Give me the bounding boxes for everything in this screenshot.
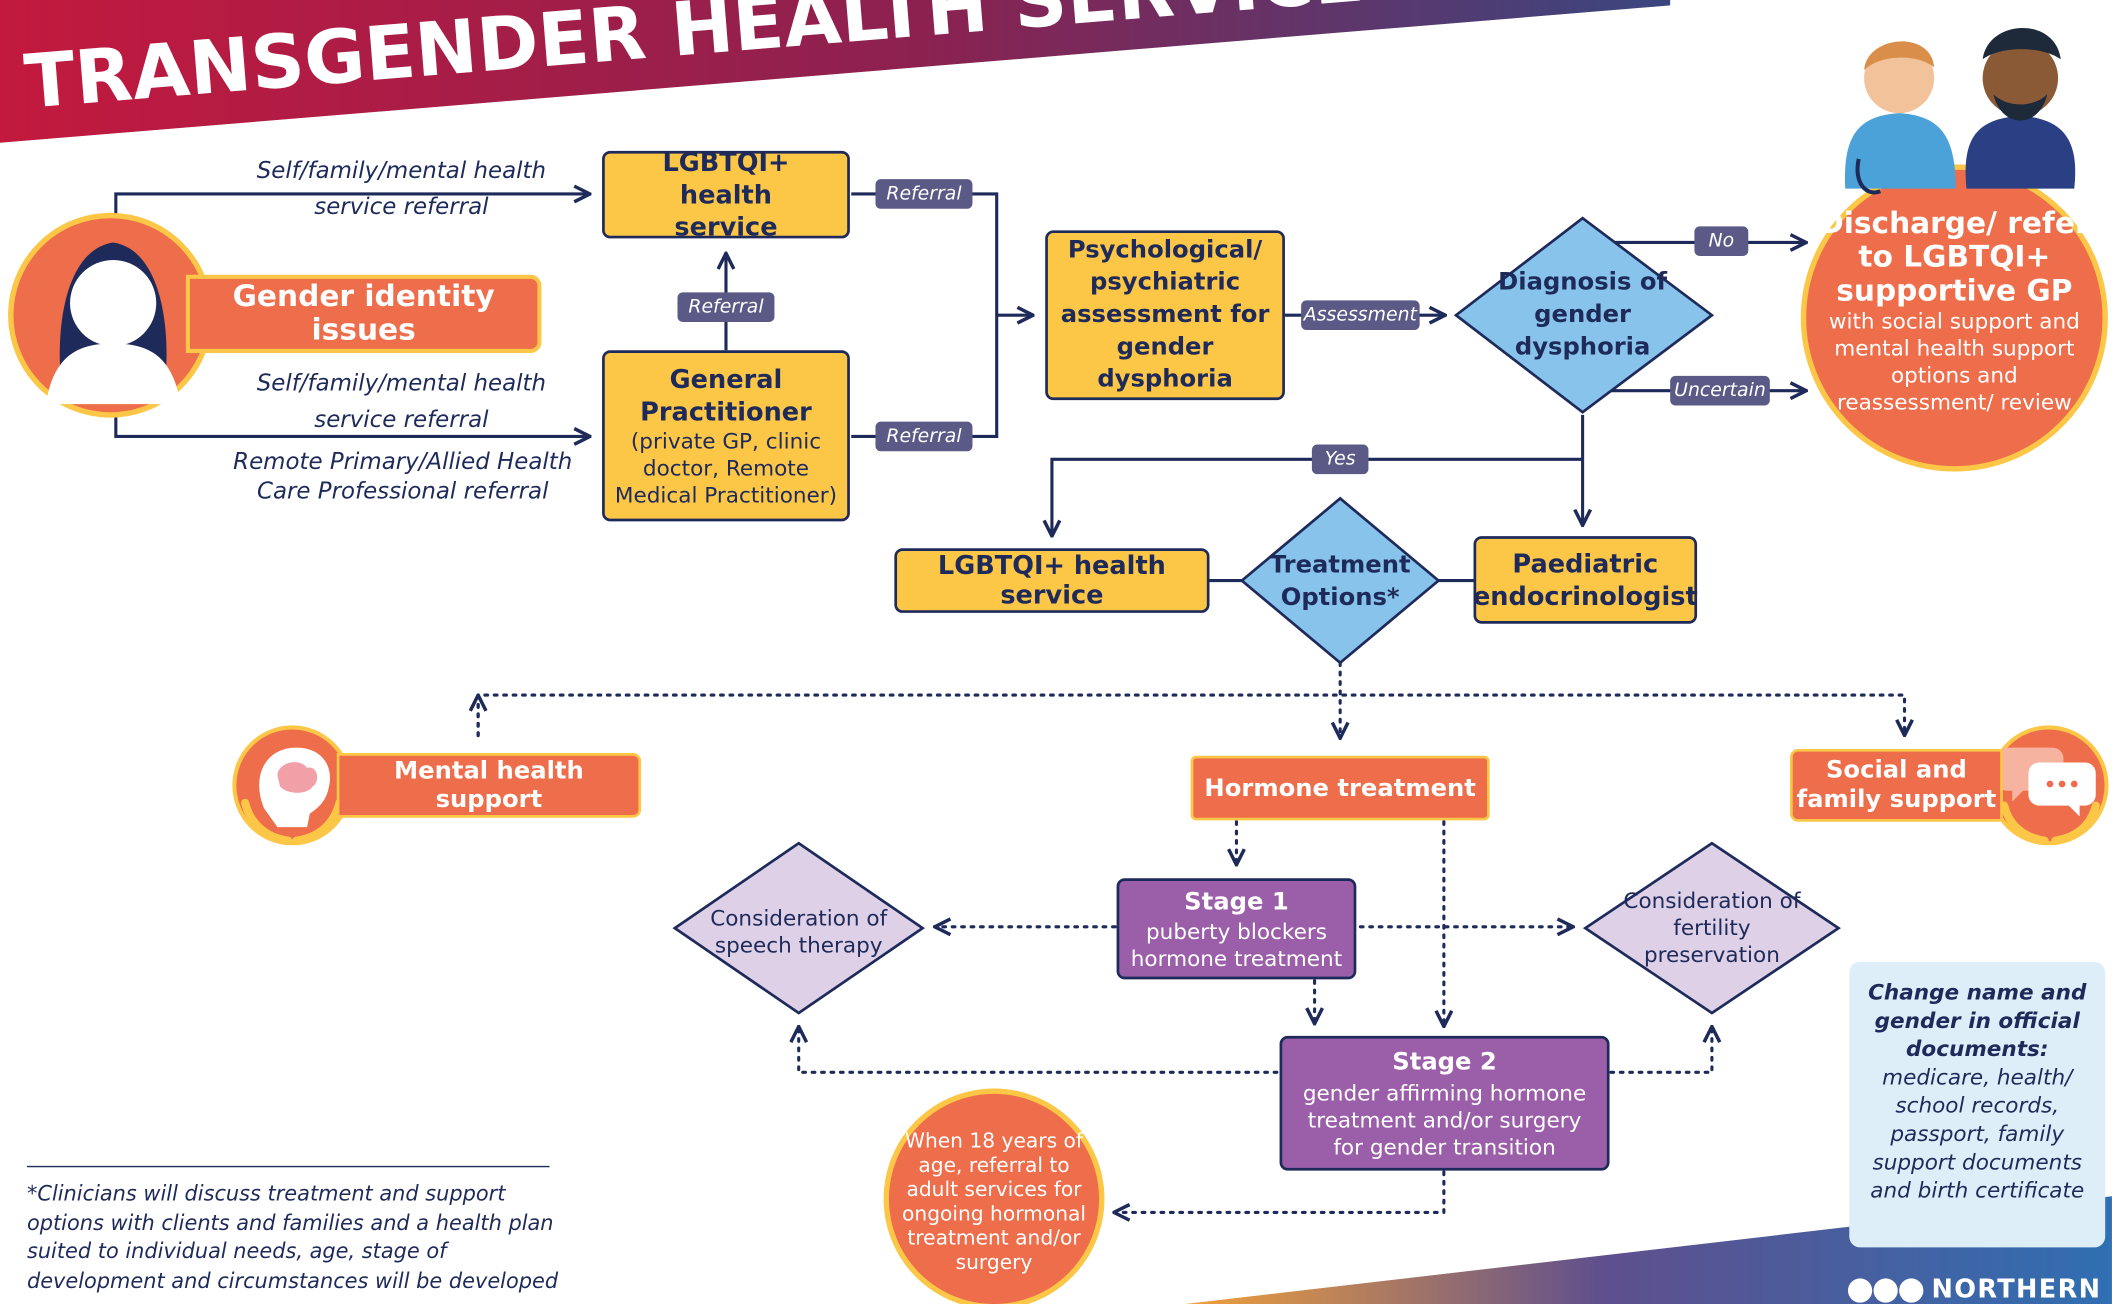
discharge-text: Discharge/ refer to LGBTQI+ supportive G… xyxy=(1818,207,2090,416)
referral-source-bottom: Self/family/mental health service referr… xyxy=(256,370,546,434)
brain-in-hands-icon xyxy=(232,725,353,846)
stage-2-title: Stage 2 xyxy=(1392,1048,1497,1077)
psych-assessment-box: Psychological/ psychiatric assessment fo… xyxy=(1045,230,1285,401)
diagnosis-diamond: Diagnosis of gender dysphoria xyxy=(1498,268,1668,362)
diagnosis-diamond-shape xyxy=(1453,216,1715,414)
discharge-title: Discharge/ refer to LGBTQI+ supportive G… xyxy=(1819,207,2090,309)
lgbtqi-service-bottom-box: LGBTQI+ health service xyxy=(894,548,1210,613)
treatment-options-diamond: Treatment Options* xyxy=(1269,550,1411,612)
gp-title: General Practitioner xyxy=(640,364,812,427)
edge-label-no: No xyxy=(1694,226,1749,256)
social-family-support-box: Social and family support xyxy=(1790,748,2003,822)
clinicians-icon xyxy=(1844,27,2076,195)
adult-services-circle xyxy=(883,1088,1105,1304)
documents-panel: Change name and gender in official docum… xyxy=(1849,961,2106,1248)
stage-2-detail: gender affirming hormone treatment and/o… xyxy=(1302,1080,1587,1160)
edge-label-referral-top: Referral xyxy=(875,179,973,209)
logo-mark-icon xyxy=(1847,1278,1924,1303)
referral-source-top: Self/family/mental health service referr… xyxy=(256,157,546,221)
paediatric-endocrinologist-box: Paediatric endocrinologist xyxy=(1473,536,1698,624)
general-practitioner-box: General Practitioner (private GP, clinic… xyxy=(602,350,850,522)
adult-services-text: When 18 years of age, referral to adult … xyxy=(902,1128,1087,1275)
stage-1-detail: puberty blockers hormone treatment xyxy=(1130,918,1343,971)
edge-label-uncertain: Uncertain xyxy=(1670,375,1770,406)
edge-label-referral-bottom: Referral xyxy=(875,421,973,452)
fertility-preservation-diamond: Consideration of fertility preservation xyxy=(1623,887,1801,968)
speech-diamond-shape xyxy=(672,841,926,1015)
stage-2-box: Stage 2 gender affirming hormone treatme… xyxy=(1279,1035,1610,1171)
lgbtqi-service-top-box: LGBTQI+ health service xyxy=(602,148,850,242)
treatment-diamond-shape xyxy=(1239,496,1441,665)
stage-1-box: Stage 1 puberty blockers hormone treatme… xyxy=(1116,878,1357,980)
edge-label-referral-up: Referral xyxy=(677,292,775,322)
person-silhouette-icon xyxy=(8,212,213,418)
mental-health-support-box: Mental health support xyxy=(336,753,642,818)
stage-1-title: Stage 1 xyxy=(1184,887,1289,916)
discharge-detail: with social support and mental health su… xyxy=(1828,308,2080,415)
dotted-connectors xyxy=(478,661,1904,1213)
footnote: *Clinicians will discuss treatment and s… xyxy=(26,1181,559,1293)
documents-detail: medicare, health/ school records, passpo… xyxy=(1870,1064,2085,1203)
fertility-diamond-shape xyxy=(1582,841,1841,1015)
edge-label-assessment: Assessment xyxy=(1301,300,1420,331)
speech-therapy-diamond: Consideration of speech therapy xyxy=(710,905,888,958)
logo-text: NORTHERN xyxy=(1931,1274,2102,1304)
header-banner xyxy=(0,0,1671,143)
speech-bubbles-in-hands-icon xyxy=(1988,725,2109,846)
referral-source-remote: Remote Primary/Allied Health Care Profes… xyxy=(233,448,573,506)
patient-label: Gender identity issues xyxy=(232,280,495,348)
edge-label-yes: Yes xyxy=(1311,444,1369,475)
patient-label-pill: Gender identity issues xyxy=(185,274,542,353)
hormone-treatment-box: Hormone treatment xyxy=(1190,755,1490,821)
documents-title: Change name and gender in official docum… xyxy=(1868,979,2087,1062)
gp-detail: (private GP, clinic doctor, Remote Medic… xyxy=(614,427,838,508)
